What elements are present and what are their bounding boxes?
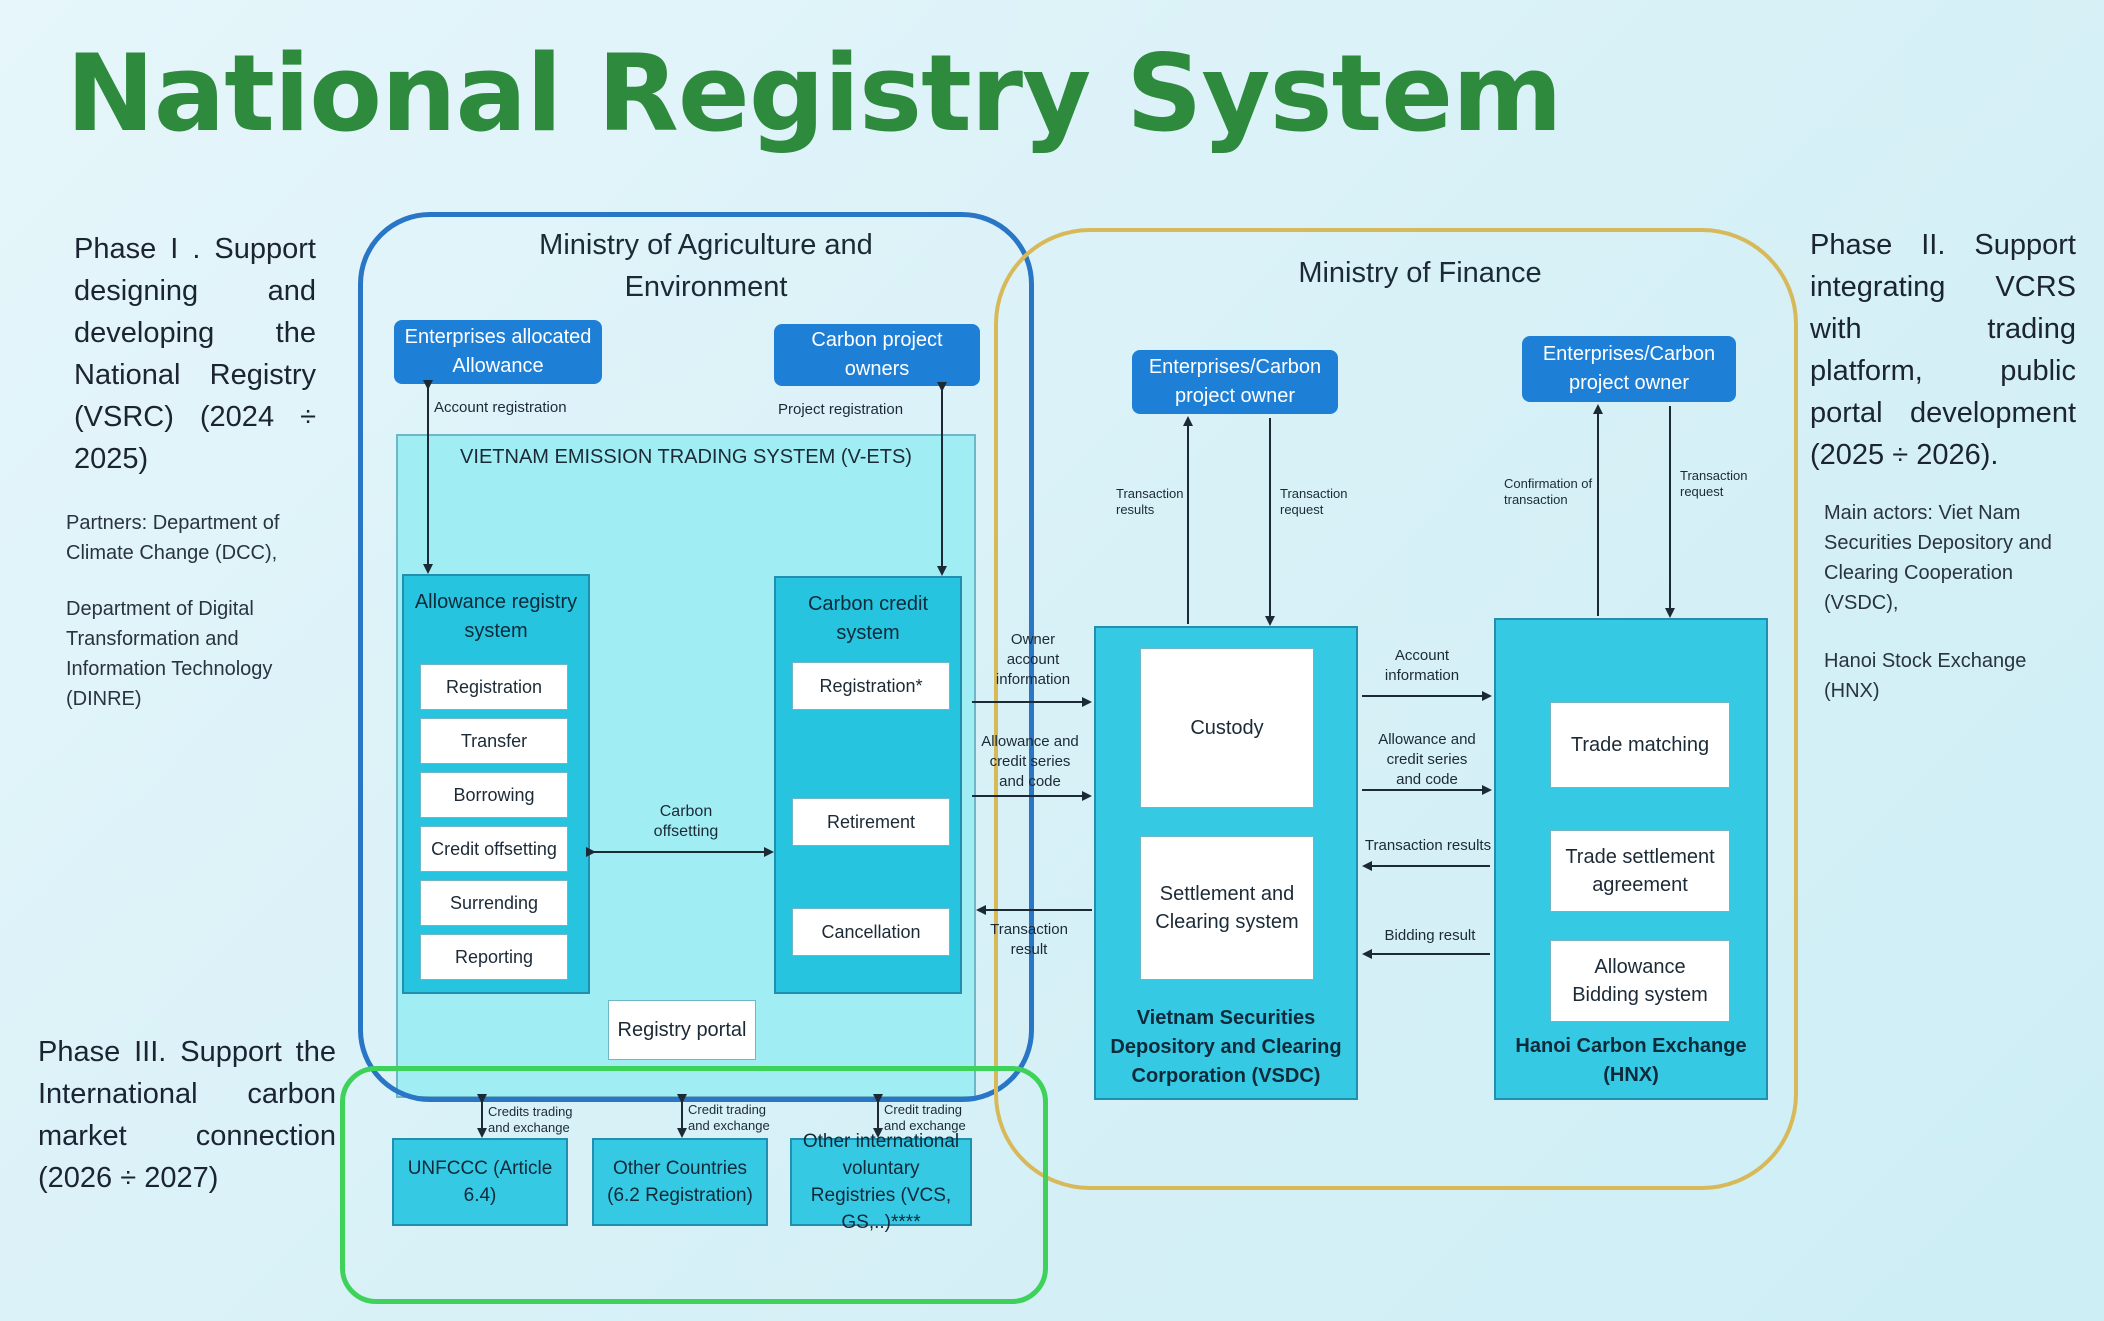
label-credits-trading-1: Credits trading and exchange: [488, 1104, 573, 1135]
phase1-text: Phase I . Support designing and developi…: [74, 233, 316, 475]
label-transaction-result-back: Transaction result: [990, 921, 1068, 958]
credit-cancellation: Cancellation: [792, 908, 950, 956]
label-transaction-results-2: Transaction results: [1364, 837, 1492, 854]
phase3-text: Phase III. Support the International car…: [38, 1036, 336, 1194]
page-title: National Registry System: [66, 32, 1563, 155]
credit-registration: Registration*: [792, 662, 950, 710]
label-allowance-series-2: Allowance and credit series and code: [1378, 731, 1476, 788]
mof-frame: [994, 228, 1798, 1190]
phase2-actors: Main actors: Viet Nam Securities Deposit…: [1824, 502, 2052, 614]
registry-portal: Registry portal: [608, 1000, 756, 1060]
label-owner-account-info: Owner account information: [995, 631, 1071, 688]
label-account-information: Account information: [1384, 647, 1460, 684]
allowance-registry-title: Allowance registry system: [414, 591, 578, 642]
enterprise-carbon-owner-vsdc-pill: Enterprises/Carbon project owner: [1132, 350, 1338, 414]
moae-frame: [358, 212, 1034, 1102]
label-credit-trading-3: Credit trading and exchange: [884, 1102, 966, 1133]
allowance-surrending: Surrending: [420, 880, 568, 926]
label-allowance-series-1: Allowance and credit series and code: [981, 733, 1079, 790]
label-transaction-request-2: Transaction request: [1680, 468, 1748, 499]
allowance-credit-offsetting: Credit offsetting: [420, 826, 568, 872]
credit-retirement: Retirement: [792, 798, 950, 846]
other-registries-box: Other international voluntary Registries…: [790, 1131, 972, 1233]
mof-header: Ministry of Finance: [1298, 257, 1542, 289]
label-project-registration: Project registration: [778, 401, 904, 418]
custody-box: Custody: [1140, 648, 1314, 808]
enterprises-allocated-pill: Enterprises allocated Allowance: [394, 320, 602, 384]
allowance-reporting: Reporting: [420, 934, 568, 980]
allowance-transfer: Transfer: [420, 718, 568, 764]
label-transaction-results-1: Transaction results: [1116, 486, 1184, 517]
carbon-project-owners-pill: Carbon project owners: [774, 324, 980, 386]
allowance-registration: Registration: [420, 664, 568, 710]
vets-title: VIETNAM EMISSION TRADING SYSTEM (V-ETS): [460, 446, 912, 468]
allowance-bidding-box: Allowance Bidding system: [1550, 940, 1730, 1022]
carbon-offsetting-label: Carbon offsetting: [653, 803, 719, 840]
settlement-clearing-box: Settlement and Clearing system: [1140, 836, 1314, 980]
label-transaction-request-1: Transaction request: [1280, 486, 1348, 517]
other-countries-box: Other Countries (6.2 Registration): [592, 1138, 768, 1226]
label-account-registration: Account registration: [434, 399, 567, 416]
phase1-partners: Partners: Department of Climate Change (…: [66, 512, 280, 564]
label-credit-trading-2: Credit trading and exchange: [688, 1102, 770, 1133]
trade-matching-box: Trade matching: [1550, 702, 1730, 788]
carbon-credit-title: Carbon credit system: [807, 593, 929, 644]
label-confirmation: Confirmation of transaction: [1504, 476, 1593, 507]
hnx-label: Hanoi Carbon Exchange (HNX): [1515, 1035, 1747, 1086]
phase2-actors-2: Hanoi Stock Exchange (HNX): [1824, 650, 2027, 702]
label-bidding-result: Bidding result: [1384, 927, 1476, 944]
unfccc-box: UNFCCC (Article 6.4): [392, 1138, 568, 1226]
phase2-text: Phase II. Support integrating VCRS with …: [1810, 229, 2076, 471]
phase1-partners-2: Department of Digital Transformation and…: [66, 598, 273, 710]
vsdc-label: Vietnam Securities Depository and Cleari…: [1110, 1007, 1342, 1087]
trade-settlement-box: Trade settlement agreement: [1550, 830, 1730, 912]
international-frame: [340, 1066, 1048, 1304]
enterprise-carbon-owner-hnx-pill: Enterprises/Carbon project owner: [1522, 336, 1736, 402]
allowance-borrowing: Borrowing: [420, 772, 568, 818]
moae-header: Ministry of Agriculture and Environment: [539, 229, 873, 303]
